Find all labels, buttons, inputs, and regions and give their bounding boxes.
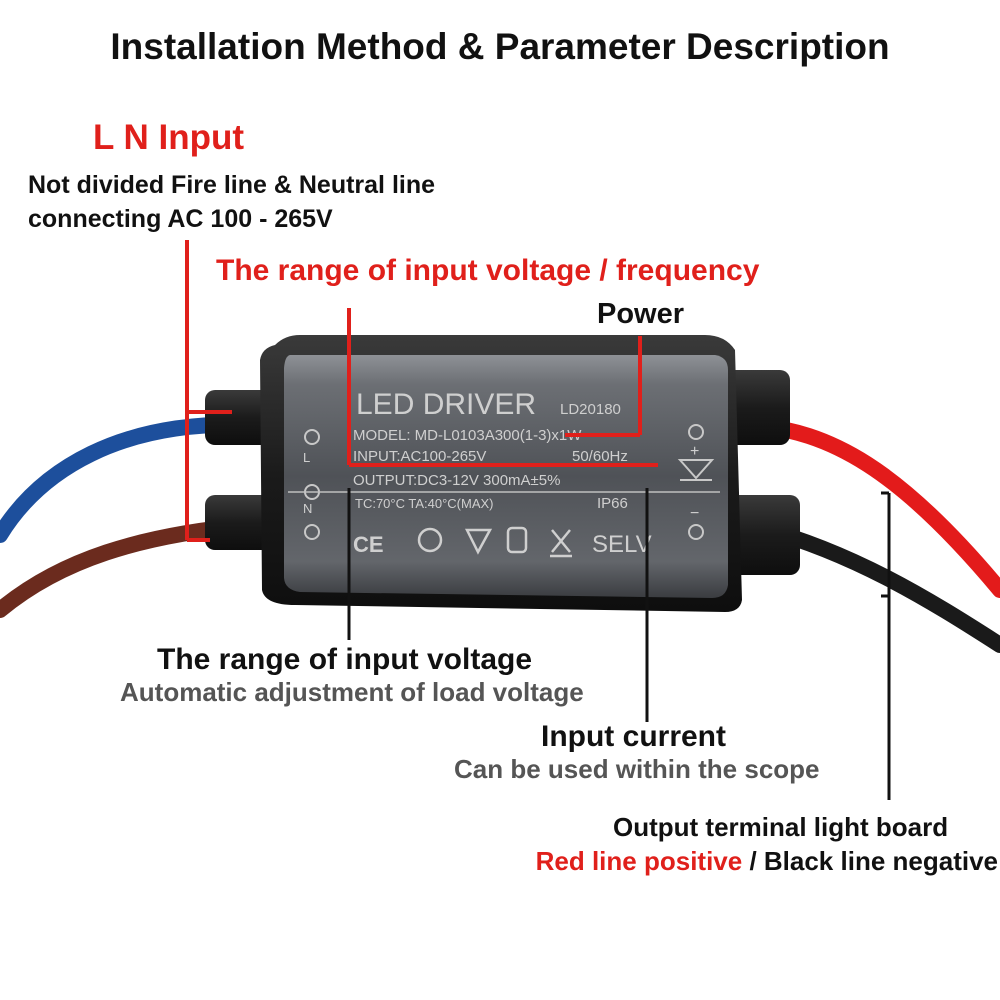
device-input: INPUT:AC100-265V [353,448,486,465]
callout-ln-input [185,240,232,542]
terminal-plus: + [690,443,699,460]
device-brand: LED DRIVER [356,388,536,421]
range-frequency-label: The range of input voltage / frequency [216,254,760,287]
input-current-sub: Can be used within the scope [454,754,820,784]
power-label: Power [597,298,685,330]
polarity-separator: / [742,846,764,876]
device-freq: 50/60Hz [572,448,628,465]
device-ce-mark: CE [353,532,384,557]
ln-input-heading: L N Input [93,118,244,157]
callout-range-frequency [347,308,658,467]
terminal-n: N [303,501,312,516]
left-cap-bottom [205,495,275,550]
red-line-positive: Red line positive [535,846,743,876]
page-title: Installation Method & Parameter Descript… [110,26,890,67]
callout-output-terminal [881,491,891,800]
right-cap-top [720,370,790,445]
device-output: OUTPUT:DC3-12V 300mA±5% [353,472,560,489]
callout-power [565,336,642,437]
input-voltage-sub: Automatic adjustment of load voltage [120,677,584,707]
terminal-l: L [303,450,310,465]
input-voltage-heading: The range of input voltage [157,643,533,676]
device-model: MODEL: MD-L0103A300(1-3)x1W [353,427,582,444]
blue-wire [0,416,258,543]
input-current-heading: Input current [541,720,726,753]
output-terminal-label: Output terminal light board [613,812,949,842]
output-polarity-note: Red line positive / Black line negative [536,846,998,877]
black-line-negative: Black line negative [763,846,998,876]
device-code: LD20180 [560,401,621,418]
driver-plate [284,355,728,598]
ln-input-line1: Not divided Fire line & Neutral line [28,171,436,199]
ln-input-line2: connecting AC 100 - 265V [28,205,333,233]
device-ip: IP66 [597,495,628,512]
left-cap-top [205,390,275,445]
terminal-minus: − [690,505,699,522]
device-cert: SELV [592,531,652,558]
device-temp: TC:70°C TA:40°C(MAX) [355,496,494,511]
